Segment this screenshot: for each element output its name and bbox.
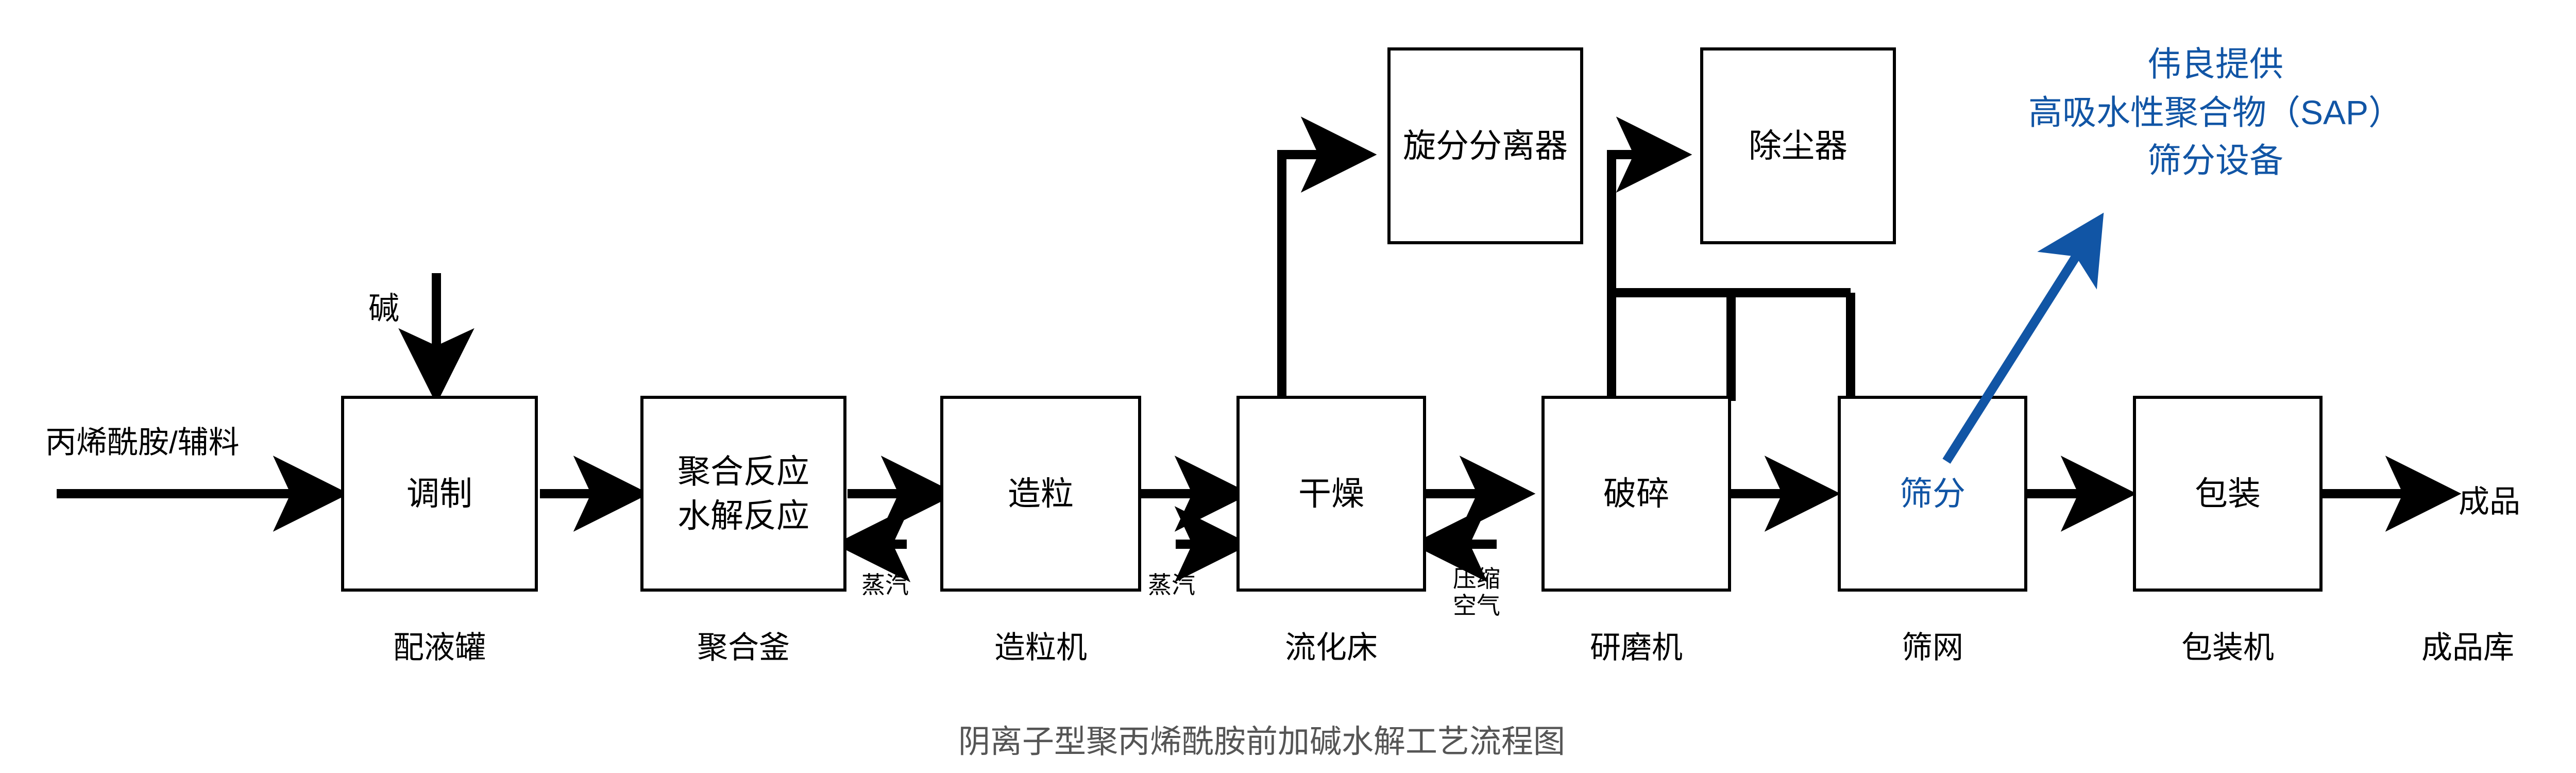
stream-label-compressed-air-line2: 空气: [1453, 592, 1500, 619]
equipment-caption-chengpinku: 成品库: [2421, 630, 2514, 665]
annotation-line-2: 高吸水性聚合物（SAP）: [2028, 93, 2403, 131]
stream-label-feed: 丙烯酰胺/辅料: [45, 425, 240, 460]
wire-bus-to-dust-collector: [1607, 116, 1692, 293]
aux-box-cyclone[interactable]: 旋分分离器: [1387, 47, 1583, 244]
process-box-tiaozhi[interactable]: 调制: [341, 396, 538, 592]
stream-label-compressed-air: 压缩 空气: [1453, 565, 1500, 619]
process-box-juhe-label-1: 聚合反应: [677, 452, 809, 490]
process-box-posui[interactable]: 破碎: [1541, 396, 1731, 592]
stream-label-product: 成品: [2459, 484, 2520, 519]
annotation-callout: 伟良提供 高吸水性聚合物（SAP） 筛分设备: [1937, 40, 2494, 185]
process-box-juhe[interactable]: 聚合反应 水解反应: [640, 396, 846, 592]
equipment-caption-yanmoji: 研磨机: [1590, 630, 1683, 665]
stream-label-compressed-air-line1: 压缩: [1453, 565, 1500, 592]
process-box-zaoli-label: 造粒: [1008, 475, 1074, 512]
stream-label-steam-polymerizer: 蒸汽: [861, 572, 909, 598]
annotation-line-3: 筛分设备: [2147, 141, 2283, 180]
process-box-ganzao[interactable]: 干燥: [1236, 396, 1426, 592]
figure-title: 阴离子型聚丙烯酰胺前加碱水解工艺流程图: [958, 724, 1566, 760]
annotation-line-1: 伟良提供: [2147, 45, 2283, 83]
equipment-caption-baozhuangji: 包装机: [2181, 630, 2274, 665]
process-box-zaoli[interactable]: 造粒: [940, 396, 1141, 592]
process-box-ganzao-label: 干燥: [1298, 475, 1364, 512]
process-box-juhe-label-2: 水解反应: [677, 497, 809, 534]
equipment-caption-liuhuachuang: 流化床: [1285, 630, 1378, 665]
aux-box-dust-collector[interactable]: 除尘器: [1700, 47, 1896, 244]
process-box-baozhuang-label: 包装: [2195, 475, 2261, 512]
wire-ganzao-to-cyclone: [1277, 116, 1377, 397]
process-box-shaifen[interactable]: 筛分: [1838, 396, 2027, 592]
equipment-caption-juhefu: 聚合釜: [697, 630, 790, 665]
stream-label-alkali: 碱: [368, 291, 399, 326]
aux-box-cyclone-label: 旋分分离器: [1403, 127, 1568, 164]
process-box-baozhuang[interactable]: 包装: [2133, 396, 2323, 592]
stream-label-steam-dryer: 蒸汽: [1148, 572, 1195, 598]
process-box-posui-label: 破碎: [1603, 475, 1669, 512]
process-box-shaifen-label: 筛分: [1900, 475, 1965, 512]
equipment-caption-shaiwang: 筛网: [1902, 630, 1963, 665]
process-box-tiaozhi-label: 调制: [406, 475, 472, 512]
equipment-caption-peiyeguan: 配液罐: [393, 630, 486, 665]
equipment-caption-zaolijii: 造粒机: [994, 630, 1087, 665]
aux-box-dust-collector-label: 除尘器: [1749, 127, 1848, 164]
